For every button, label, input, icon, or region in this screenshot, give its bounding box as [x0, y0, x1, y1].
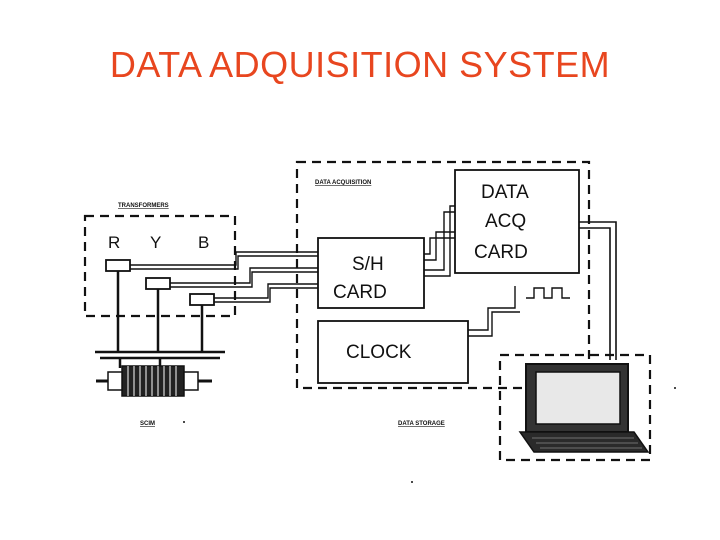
data-storage-label: DATA STORAGE [398, 421, 445, 427]
slide-title: DATA ADQUISITION SYSTEM [109, 44, 611, 85]
data-acquisition-boundary [295, 160, 591, 390]
transformer-r [105, 259, 131, 272]
motor-icon [96, 365, 212, 397]
sh-card-label-line2: CARD [333, 282, 387, 303]
phase-y-label: Y [150, 233, 161, 252]
data-acq-card-line1: DATA [481, 182, 529, 203]
laptop-boundary [498, 353, 652, 462]
transformer-b [189, 293, 215, 306]
transformer-y [145, 277, 171, 290]
clock-label: CLOCK [346, 342, 412, 363]
transformers-label: TRANSFORMERS [118, 203, 169, 209]
sh-card-label-line1: S/H [352, 254, 384, 275]
phase-r-label: R [108, 233, 120, 252]
sh-card-box [317, 237, 425, 309]
clock-pulse [526, 287, 570, 299]
clock-box [317, 320, 469, 384]
data-acq-card-box [454, 169, 580, 274]
phase-b-label: B [198, 233, 209, 252]
data-acq-card-line3: CARD [474, 242, 528, 263]
laptop-icon [518, 363, 650, 453]
transformers-boundary [83, 214, 237, 318]
data-acquisition-label: DATA ACQUISITION [315, 180, 371, 186]
data-acq-card-line2: ACQ [485, 211, 526, 232]
motor-label: SCIM [140, 421, 155, 427]
